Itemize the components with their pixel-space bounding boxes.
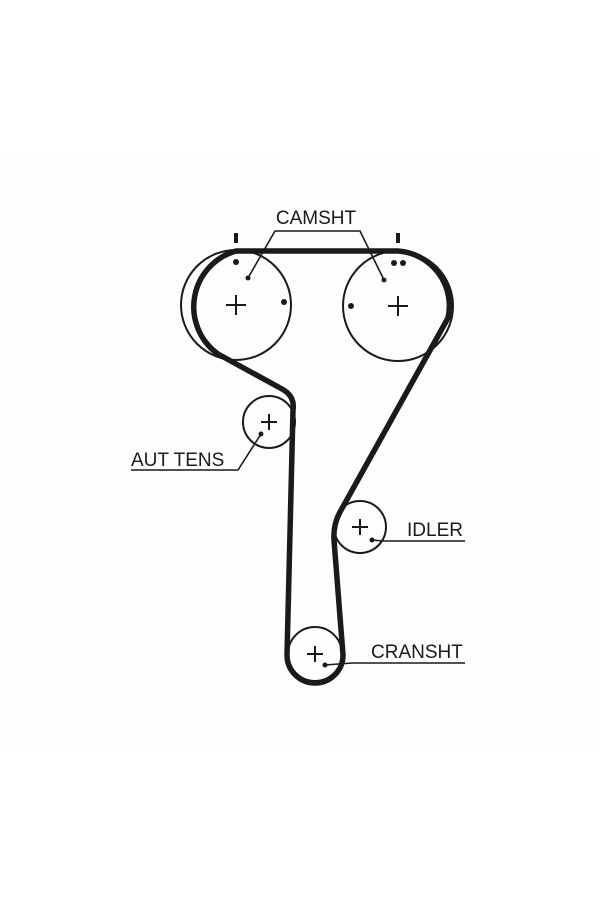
crankshaft-center-icon xyxy=(307,646,323,662)
right-camshaft-timing-dot-2-icon xyxy=(400,260,406,266)
left-timing-mark-icon xyxy=(234,233,238,243)
idler-callout: IDLER xyxy=(369,520,465,543)
right-camshaft-center-icon xyxy=(388,296,408,316)
timing-belt xyxy=(190,248,453,686)
crankshaft-callout: CRANSHT xyxy=(322,642,465,668)
right-timing-mark-icon xyxy=(396,233,400,243)
right-camshaft-timing-dot-icon xyxy=(391,260,397,266)
auto-tensioner-label: AUT TENS xyxy=(131,450,224,471)
crankshaft-pulley xyxy=(287,626,343,682)
camshaft-label: CAMSHT xyxy=(276,208,357,229)
right-camshaft-pulley xyxy=(342,250,454,362)
left-camshaft-timing-dot-icon xyxy=(233,259,239,265)
idler-label: IDLER xyxy=(407,520,463,541)
crankshaft-label: CRANSHT xyxy=(371,642,463,663)
auto-tensioner-callout: AUT TENS xyxy=(131,431,264,471)
idler-center-icon xyxy=(352,519,368,535)
auto-tensioner-center-icon xyxy=(261,414,277,430)
auto-tensioner-pulley xyxy=(242,395,296,449)
camshaft-callout: CAMSHT xyxy=(245,208,387,283)
left-camshaft-center-icon xyxy=(226,295,246,315)
right-camshaft-side-dot-icon xyxy=(348,303,354,309)
left-camshaft-side-dot-icon xyxy=(281,299,287,305)
idler-pulley xyxy=(333,500,387,554)
left-camshaft-pulley xyxy=(180,249,292,361)
